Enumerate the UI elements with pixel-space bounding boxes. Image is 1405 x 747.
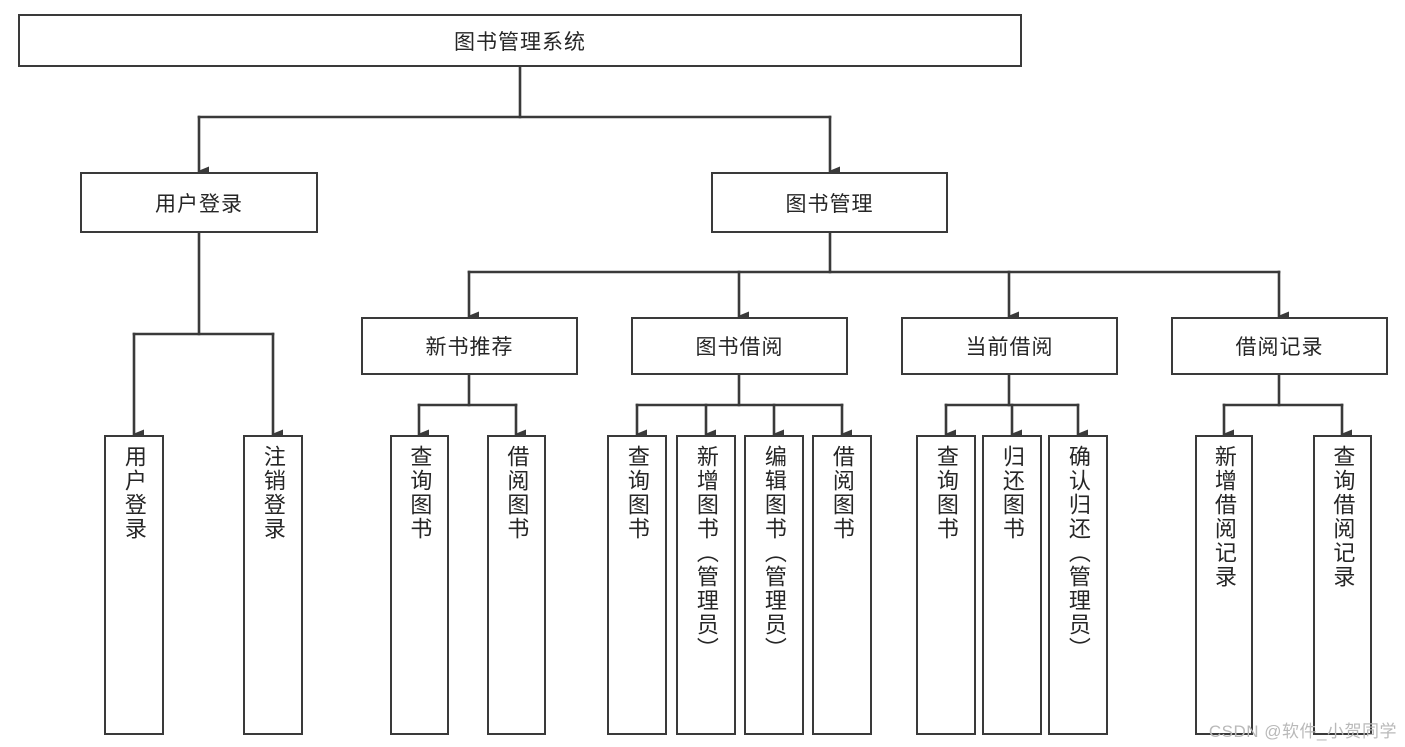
node-leaf-borrow-book-2[interactable]: 借阅图书 (812, 435, 872, 735)
node-leaf-query-book-2-label: 查询图书 (624, 445, 650, 541)
node-leaf-return-book-label: 归还图书 (999, 445, 1025, 541)
node-current-borrow-label: 当前借阅 (965, 336, 1054, 359)
node-borrow-record-label: 借阅记录 (1235, 336, 1324, 359)
node-leaf-query-book-3-label: 查询图书 (933, 445, 959, 541)
node-leaf-return-book[interactable]: 归还图书 (982, 435, 1042, 735)
node-leaf-borrow-book-1[interactable]: 借阅图书 (487, 435, 546, 735)
node-user-login-label: 用户登录 (155, 192, 243, 216)
node-leaf-borrow-book-2-label: 借阅图书 (829, 445, 855, 541)
node-leaf-edit-book-label: 编辑图书（管理员） (761, 445, 787, 661)
node-leaf-confirm-return[interactable]: 确认归还（管理员） (1048, 435, 1108, 735)
node-book-borrow[interactable]: 图书借阅 (631, 317, 848, 375)
node-leaf-borrow-book-1-label: 借阅图书 (504, 445, 530, 541)
node-leaf-query-book-2[interactable]: 查询图书 (607, 435, 667, 735)
node-leaf-query-record[interactable]: 查询借阅记录 (1313, 435, 1372, 735)
node-leaf-query-book-3[interactable]: 查询图书 (916, 435, 976, 735)
node-book-borrow-label: 图书借阅 (695, 336, 784, 359)
node-leaf-query-book-1[interactable]: 查询图书 (390, 435, 449, 735)
node-borrow-record[interactable]: 借阅记录 (1171, 317, 1388, 375)
node-user-login[interactable]: 用户登录 (80, 172, 318, 233)
watermark: CSDN @软件_小贺同学 (1208, 722, 1397, 741)
node-new-book-recommend[interactable]: 新书推荐 (361, 317, 578, 375)
node-root[interactable]: 图书管理系统 (18, 14, 1022, 67)
node-leaf-edit-book[interactable]: 编辑图书（管理员） (744, 435, 804, 735)
node-leaf-query-record-label: 查询借阅记录 (1330, 445, 1356, 589)
node-leaf-add-book-label: 新增图书（管理员） (693, 445, 719, 661)
node-root-label: 图书管理系统 (454, 30, 586, 54)
node-leaf-add-book[interactable]: 新增图书（管理员） (676, 435, 736, 735)
node-book-manage[interactable]: 图书管理 (711, 172, 948, 233)
node-current-borrow[interactable]: 当前借阅 (901, 317, 1118, 375)
node-leaf-confirm-return-label: 确认归还（管理员） (1065, 445, 1091, 661)
node-leaf-add-record-label: 新增借阅记录 (1211, 445, 1237, 589)
node-leaf-logout-label: 注销登录 (260, 445, 286, 541)
node-leaf-user-login-label: 用户登录 (121, 445, 147, 541)
node-book-manage-label: 图书管理 (785, 192, 874, 216)
node-new-book-recommend-label: 新书推荐 (425, 336, 514, 359)
node-leaf-add-record[interactable]: 新增借阅记录 (1195, 435, 1253, 735)
node-leaf-query-book-1-label: 查询图书 (407, 445, 433, 541)
node-leaf-user-login[interactable]: 用户登录 (104, 435, 164, 735)
node-leaf-logout[interactable]: 注销登录 (243, 435, 303, 735)
